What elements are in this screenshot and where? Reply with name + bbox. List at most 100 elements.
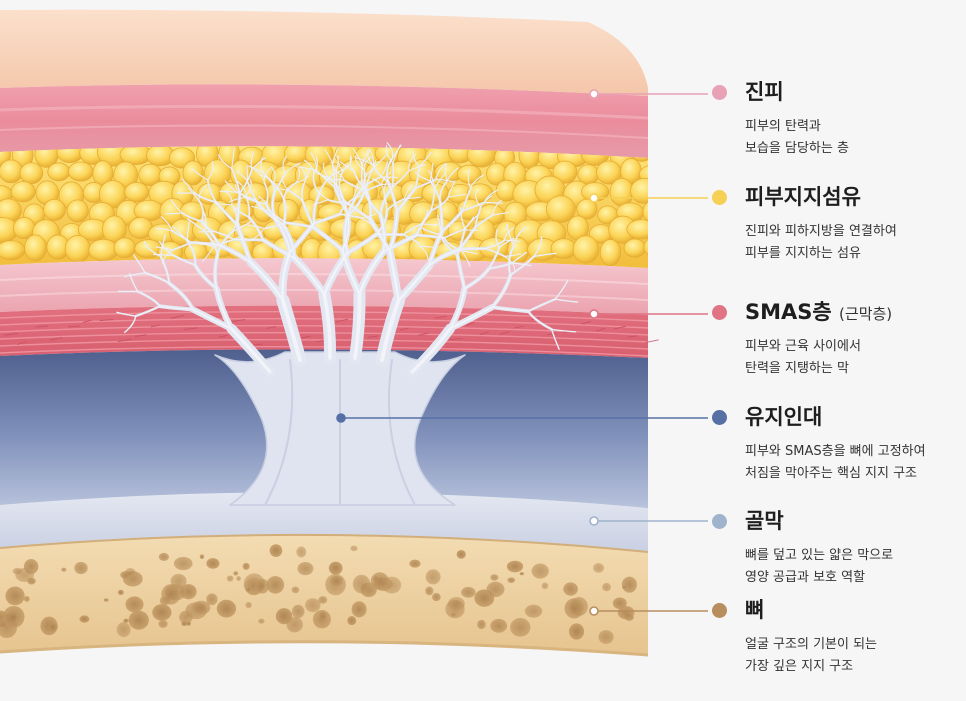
muscle-fiber [613, 325, 627, 330]
retinacula-cutis-title: 피부지지섬유 [745, 185, 861, 209]
muscle-fiber [514, 325, 524, 329]
fat-cell [550, 238, 577, 259]
ligament-branch-highlight [485, 248, 505, 257]
ligament-branch-highlight [369, 218, 391, 252]
bone-pore [242, 562, 250, 570]
ligament-branch-highlight [386, 142, 393, 160]
ligament-branch-highlight [464, 214, 479, 230]
ligament-branch-highlight [445, 164, 448, 182]
ligament-branch-highlight [347, 202, 371, 220]
bone-pore [158, 552, 169, 561]
bone-pore [116, 622, 131, 638]
ligament-branch-highlight [192, 168, 208, 181]
bone-pore [236, 576, 241, 581]
bone-pore [258, 618, 265, 624]
ligament-branch-highlight [297, 166, 317, 172]
ligament-branch-highlight [316, 189, 329, 200]
bone-pore [541, 582, 549, 590]
ligament-branch-highlight [492, 199, 502, 216]
ligament-branch-highlight [313, 193, 320, 224]
ligament-branch-highlight [232, 221, 252, 232]
ligament-branch-highlight [245, 197, 267, 205]
muscle-fiber [232, 318, 246, 323]
ligament-branch-highlight [362, 174, 367, 195]
ligament-branch-highlight [408, 164, 426, 172]
ligament-branch-highlight [251, 157, 266, 171]
ligament-branch-highlight [236, 224, 252, 264]
ligament-branch-highlight [428, 248, 461, 267]
ligament-branch-highlight [382, 234, 418, 253]
retinacula-cutis-marker-dot [712, 190, 727, 205]
muscle-fiber [0, 338, 649, 350]
ligament-branch-highlight [475, 190, 482, 208]
bone-pore [328, 561, 343, 575]
ligament-branch-highlight [304, 160, 315, 174]
ligament-branch-highlight [289, 222, 315, 253]
ligament-branch-highlight [249, 261, 285, 302]
bone-pore [456, 549, 466, 559]
ligament-branch-highlight [456, 254, 466, 290]
ligament-branch-highlight [258, 196, 269, 211]
ligament-branch-highlight [301, 181, 305, 204]
bone-pore [233, 571, 239, 576]
fat-cell [626, 219, 648, 240]
bone-pore [206, 558, 220, 569]
ligament-branch-highlight [449, 306, 494, 330]
ligament-branch-highlight [247, 181, 257, 201]
muscle-fiber [479, 331, 489, 336]
bone-description: 얼굴 구조의 기본이 되는 가장 깊은 지지 구조 [745, 637, 877, 674]
fat-cell [64, 234, 91, 263]
ligament-branch-highlight [467, 169, 471, 189]
ligament-branch-highlight [129, 273, 139, 292]
bone-pore [269, 544, 283, 558]
ligament-branch-highlight [440, 234, 458, 256]
bone-pore [531, 563, 549, 579]
muscle-fiber [418, 332, 429, 336]
ligament-branch-highlight [197, 243, 214, 248]
ligament-branch-highlight [313, 199, 329, 206]
ligament-branch-highlight [504, 227, 514, 241]
ligament-branch-highlight [341, 215, 350, 251]
bone-pore [246, 586, 252, 593]
ligament-branch-highlight [363, 184, 382, 195]
ligament-branch-highlight [245, 178, 252, 196]
muscle-fiber [627, 335, 638, 338]
ligament-branch-highlight [217, 230, 234, 255]
muscle-fiber [434, 315, 447, 319]
smas-title: SMAS층 (근막층) [745, 300, 893, 324]
ligament-branch-highlight [304, 168, 312, 183]
ligament-branch-highlight [337, 156, 344, 172]
fat-cell [599, 239, 622, 267]
bone-pore [477, 619, 486, 630]
ligament-branch-highlight [214, 231, 235, 240]
retinacula-cutis-description: 진피와 피하지방을 연결하여 피부를 지지하는 섬유 [745, 224, 897, 261]
ligament-branch-highlight [282, 176, 289, 191]
smas-description: 피부와 근육 사이에서 탄력을 지탱하는 막 [745, 339, 861, 376]
ligament-branch-highlight [358, 250, 385, 296]
ligament-branch-highlight [360, 217, 375, 228]
ligament-branch-highlight [420, 246, 429, 261]
ligament-branch-highlight [267, 210, 286, 223]
bone-pore [350, 545, 358, 552]
fat-cell [456, 164, 482, 184]
ligament-branch-highlight [116, 312, 136, 317]
ligament-branch-highlight [527, 298, 556, 312]
ligament-branch-highlight [388, 210, 398, 252]
leader-lines [341, 93, 708, 612]
bone-pore [519, 572, 525, 576]
ligament-branch-highlight [396, 187, 416, 213]
ligament-branch-highlight [492, 212, 510, 216]
ligament-branch-highlight [235, 184, 246, 198]
ligament-branch-highlight [347, 193, 364, 217]
bone-pore [612, 597, 627, 610]
ligament-branch-highlight [363, 156, 373, 171]
bone-pore [450, 612, 457, 617]
epidermis-layer [0, 9, 648, 96]
ligament-branch-highlight [260, 174, 274, 183]
fat-cell [653, 181, 674, 202]
muscle-fiber [35, 325, 49, 328]
ligament-branch-highlight [265, 203, 284, 226]
fat-cell [650, 220, 680, 246]
ligament-branch-highlight [204, 230, 218, 255]
